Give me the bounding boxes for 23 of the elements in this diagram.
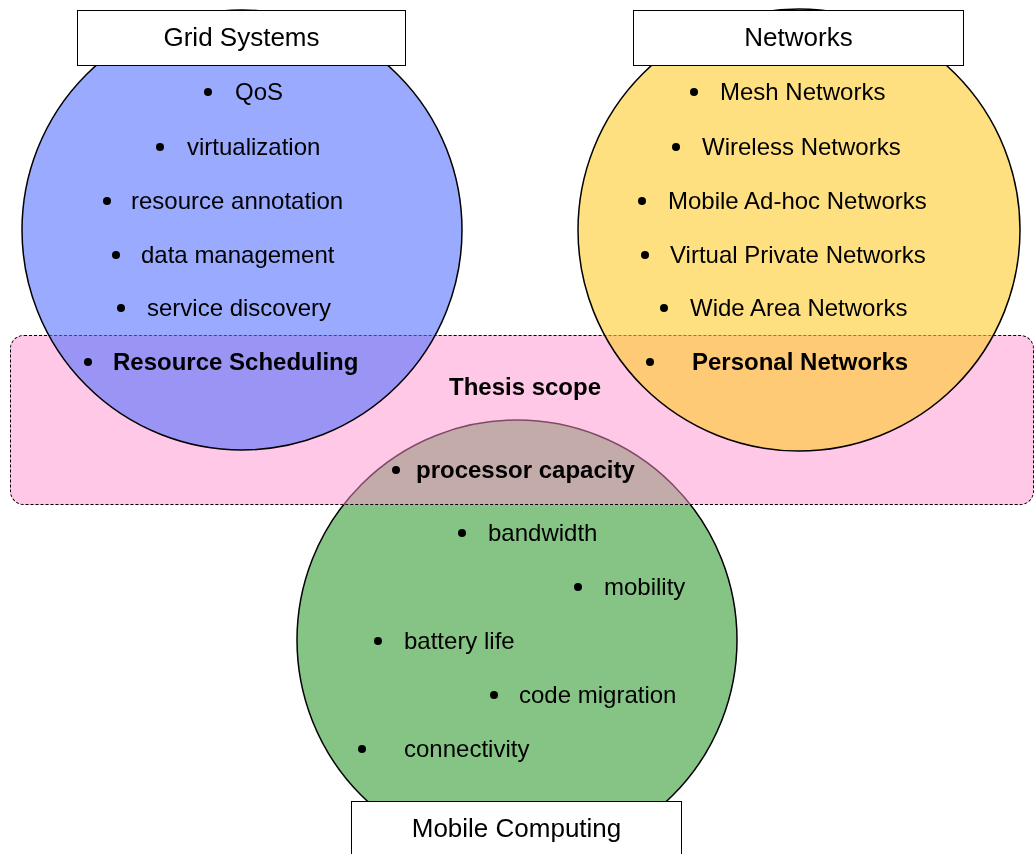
band-title: Thesis scope bbox=[448, 373, 602, 401]
list-item: resource annotation bbox=[131, 187, 344, 215]
list-item: Wireless Networks bbox=[702, 133, 901, 161]
list-item: Personal Networks bbox=[692, 348, 909, 376]
list-item: virtualization bbox=[187, 133, 321, 161]
list-item: code migration bbox=[519, 681, 677, 709]
list-item: Mobile Ad-hoc Networks bbox=[668, 187, 927, 215]
list-item: Virtual Private Networks bbox=[670, 241, 926, 269]
scope-band bbox=[10, 335, 1034, 505]
list-item: mobility bbox=[604, 573, 686, 601]
list-item: bandwidth bbox=[488, 519, 598, 547]
title-box: Networks bbox=[633, 10, 964, 66]
title-box: Mobile Computing bbox=[351, 801, 682, 854]
list-item: data management bbox=[141, 241, 335, 269]
list-item: Wide Area Networks bbox=[690, 294, 908, 322]
list-item: service discovery bbox=[147, 294, 332, 322]
list-item: processor capacity bbox=[416, 456, 635, 484]
list-item: Mesh Networks bbox=[720, 78, 886, 106]
list-item: battery life bbox=[404, 627, 515, 655]
title-box: Grid Systems bbox=[77, 10, 406, 66]
list-item: Resource Scheduling bbox=[113, 348, 359, 376]
list-item: connectivity bbox=[404, 735, 530, 763]
list-item: QoS bbox=[235, 78, 284, 106]
